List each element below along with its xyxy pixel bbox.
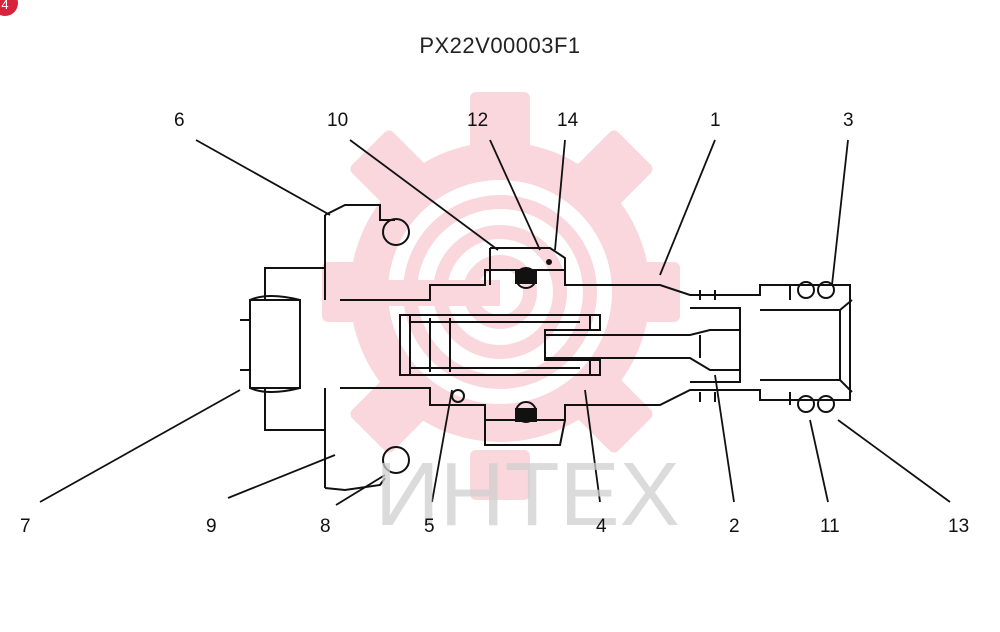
callout-3: 3 [843, 110, 854, 131]
callout-6: 6 [174, 110, 185, 131]
corner-badge: 4 [0, 0, 18, 16]
valve-body-outline [240, 204, 853, 492]
drawing-title: PX22V00003F1 [419, 33, 581, 58]
callout-9: 9 [206, 516, 217, 537]
callout-4: 4 [596, 516, 607, 537]
callout-labels: 6 10 12 14 1 3 7 9 8 5 4 2 11 13 [20, 110, 969, 537]
callout-2: 2 [729, 516, 740, 537]
callout-8: 8 [320, 516, 331, 537]
leader-lines [39, 139, 951, 506]
callout-5: 5 [424, 516, 435, 537]
callout-1: 1 [710, 110, 721, 131]
callout-14: 14 [557, 110, 579, 131]
callout-7: 7 [20, 516, 31, 537]
callout-12: 12 [467, 110, 488, 131]
watermark-gear-icon [322, 92, 680, 500]
callout-11: 11 [820, 516, 840, 537]
callout-10: 10 [327, 110, 348, 131]
callout-13: 13 [948, 516, 969, 537]
watermark-text: ИНТЕХ [375, 445, 680, 545]
